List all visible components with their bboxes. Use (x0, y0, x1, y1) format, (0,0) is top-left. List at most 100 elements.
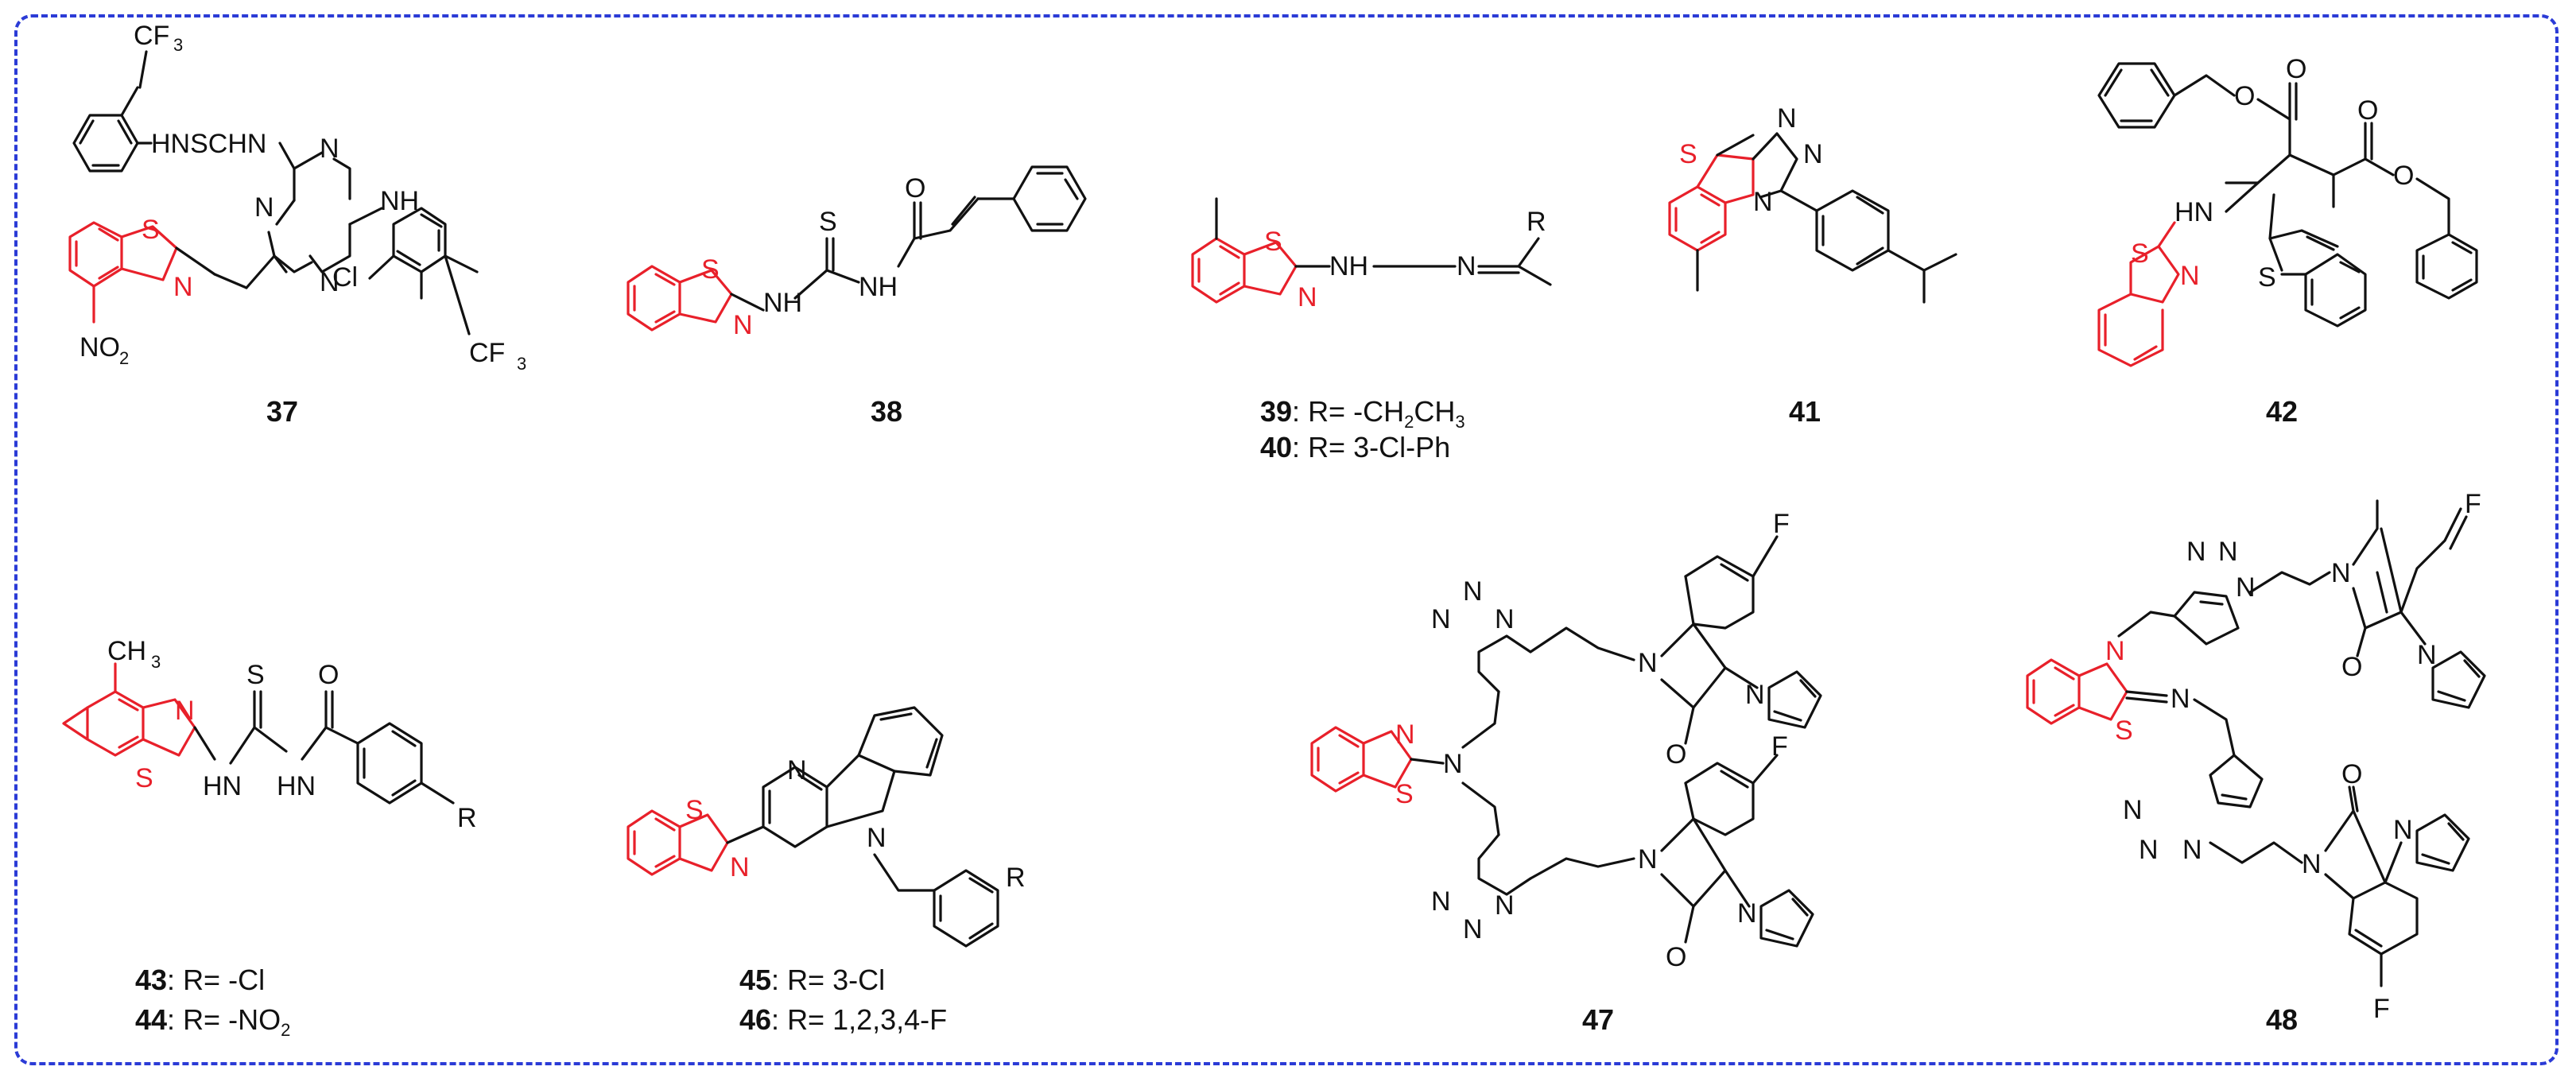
compound-44-caption: 44: R= -NO2 (135, 1003, 290, 1040)
compound-42-number: 42 (2266, 395, 2298, 428)
svg-text:N: N (1395, 719, 1415, 750)
svg-text:N: N (2180, 261, 2200, 291)
compound-41-number: 41 (1789, 395, 1821, 428)
svg-text:S: S (1679, 139, 1697, 169)
svg-text:N: N (1638, 844, 1658, 875)
svg-text:N: N (1463, 576, 1483, 607)
svg-text:S: S (685, 795, 704, 825)
thiourea-label: HNSCHN (151, 129, 266, 159)
svg-text:N: N (2186, 537, 2206, 567)
compound-47-number: 47 (1582, 1003, 1614, 1036)
svg-text:S: S (135, 763, 153, 793)
svg-text:2: 2 (119, 348, 129, 368)
svg-text:N: N (2139, 835, 2159, 865)
svg-text:O: O (2341, 759, 2362, 789)
svg-text:O: O (318, 660, 339, 690)
svg-text:S: S (2258, 262, 2276, 293)
svg-text:CH: CH (107, 636, 146, 666)
svg-text:N: N (2123, 795, 2143, 825)
svg-text:N: N (1298, 282, 1317, 312)
svg-text:N: N (1638, 648, 1658, 678)
svg-text:S: S (701, 254, 720, 285)
svg-text:S: S (1264, 227, 1282, 257)
cf3-label: CF (134, 21, 169, 51)
compound-39-40: S N NH N R (1191, 197, 1552, 312)
svg-text:N: N (2302, 849, 2322, 879)
svg-text:N: N (787, 755, 807, 785)
compound-48: N S N N N N N O F N N N N N O F N (2026, 489, 2486, 1024)
svg-text:F: F (2465, 489, 2481, 519)
compound-43-caption: 43: R= -Cl (135, 964, 265, 996)
svg-text:N: N (733, 310, 753, 340)
svg-text:HN: HN (2174, 197, 2213, 227)
compound-46-caption: 46: R= 1,2,3,4-F (739, 1003, 947, 1036)
figure-frame (14, 14, 2559, 1065)
svg-text:3: 3 (151, 652, 161, 672)
svg-text:R: R (1527, 207, 1546, 237)
subscript-3: 3 (173, 35, 183, 55)
compound-37-number: 37 (266, 395, 298, 428)
svg-text:N: N (1443, 749, 1463, 779)
svg-text:R: R (1006, 863, 1026, 893)
svg-text:N: N (2417, 640, 2437, 670)
svg-text:F: F (1771, 731, 1788, 762)
svg-text:N: N (1737, 898, 1757, 929)
svg-text:S: S (1395, 779, 1414, 809)
svg-text:N: N (254, 192, 274, 223)
svg-text:N: N (2218, 537, 2238, 567)
svg-text:R: R (457, 803, 477, 833)
compound-42: O O O O HN S S N (2097, 54, 2478, 367)
compound-38: S N NH S NH O (627, 165, 1087, 340)
svg-text:F: F (2373, 994, 2390, 1024)
svg-text:N: N (2393, 815, 2413, 845)
compound-41: S N N N (1668, 103, 1957, 304)
svg-text:N: N (175, 696, 195, 726)
svg-text:NH: NH (859, 272, 898, 302)
svg-text:NH: NH (763, 288, 802, 318)
svg-text:N: N (1803, 139, 1823, 169)
svg-text:NH: NH (380, 186, 419, 216)
svg-text:N: N (1495, 890, 1515, 921)
svg-text:O: O (905, 173, 925, 204)
compound-39-caption: 39: R= -CH2CH3 (1260, 395, 1465, 432)
svg-text:O: O (1666, 942, 1686, 972)
svg-text:Cl: Cl (332, 262, 358, 293)
svg-text:F: F (1773, 509, 1790, 539)
compound-48-number: 48 (2266, 1003, 2298, 1036)
svg-text:O: O (1666, 739, 1686, 770)
svg-text:S: S (142, 215, 160, 245)
svg-text:O: O (2234, 81, 2255, 111)
compound-43-44: CH 3 N S HN S HN O R (62, 636, 477, 833)
svg-text:N: N (867, 823, 886, 853)
svg-text:N: N (2182, 835, 2202, 865)
svg-text:N: N (173, 272, 193, 302)
compound-45-caption: 45: R= 3-Cl (739, 964, 885, 996)
svg-text:N: N (1431, 886, 1451, 917)
svg-text:NH: NH (1329, 251, 1368, 281)
svg-text:N: N (1463, 914, 1483, 944)
svg-text:HN: HN (203, 771, 242, 801)
svg-text:S: S (246, 660, 265, 690)
svg-text:N: N (1457, 251, 1476, 281)
svg-text:N: N (1777, 103, 1797, 134)
svg-text:N: N (2105, 636, 2125, 666)
svg-text:O: O (2341, 652, 2362, 682)
svg-text:O: O (2357, 95, 2378, 126)
svg-text:N: N (2236, 572, 2256, 603)
svg-text:N: N (1753, 187, 1773, 217)
svg-text:S: S (819, 207, 837, 237)
svg-text:S: S (2115, 716, 2133, 746)
compound-37: CF 3 HNSCHN N N N NH Cl CF 3 S N NO 2 (68, 21, 526, 374)
svg-text:N: N (730, 852, 750, 882)
svg-text:N: N (2331, 558, 2351, 588)
svg-text:O: O (2393, 161, 2414, 191)
compound-47: N S N N N N N O F N N N N N O F N (1310, 509, 1822, 972)
svg-text:N: N (320, 267, 339, 297)
svg-text:N: N (2171, 684, 2190, 714)
svg-text:N: N (1495, 604, 1515, 634)
svg-text:CF: CF (469, 338, 505, 368)
svg-text:S: S (2131, 239, 2149, 269)
compound-38-number: 38 (871, 395, 902, 428)
svg-text:N: N (1431, 604, 1451, 634)
